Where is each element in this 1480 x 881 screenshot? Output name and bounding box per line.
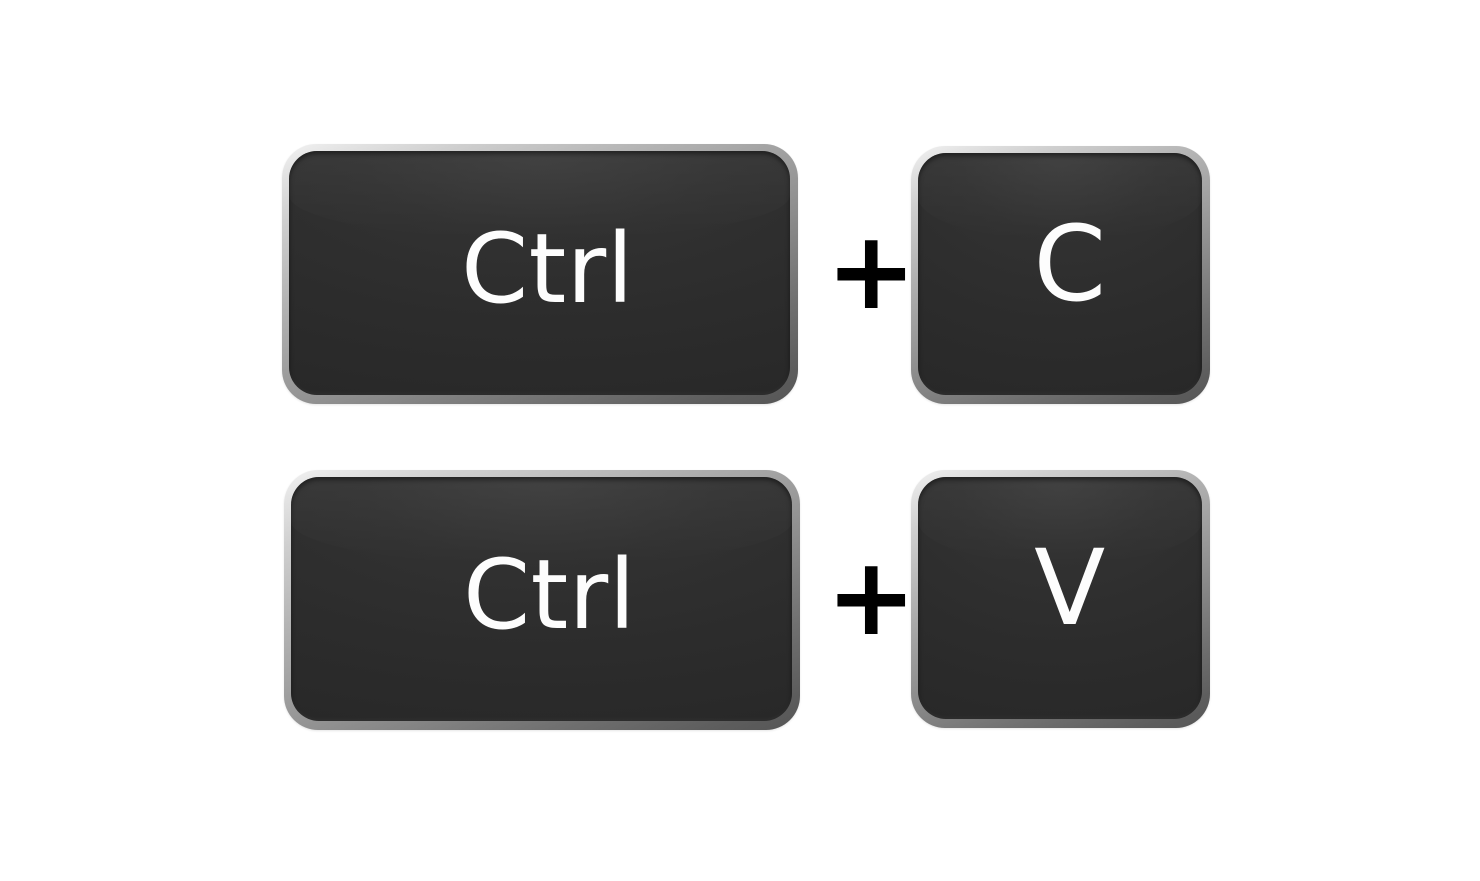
key-face: V: [918, 477, 1202, 719]
key-face: C: [918, 153, 1202, 395]
key-label-ctrl: Ctrl: [463, 539, 636, 651]
key-label-v: V: [1034, 527, 1106, 649]
plus-icon-copy: +: [826, 209, 917, 334]
key-ctrl-paste[interactable]: Ctrl: [284, 470, 800, 730]
key-face: Ctrl: [291, 477, 792, 721]
plus-icon-paste: +: [826, 535, 917, 660]
key-face: Ctrl: [289, 151, 790, 395]
key-label-c: C: [1033, 203, 1107, 325]
key-ctrl-copy[interactable]: Ctrl: [282, 144, 798, 404]
key-label-ctrl: Ctrl: [461, 213, 634, 325]
key-v[interactable]: V: [911, 470, 1210, 728]
key-c[interactable]: C: [911, 146, 1210, 404]
